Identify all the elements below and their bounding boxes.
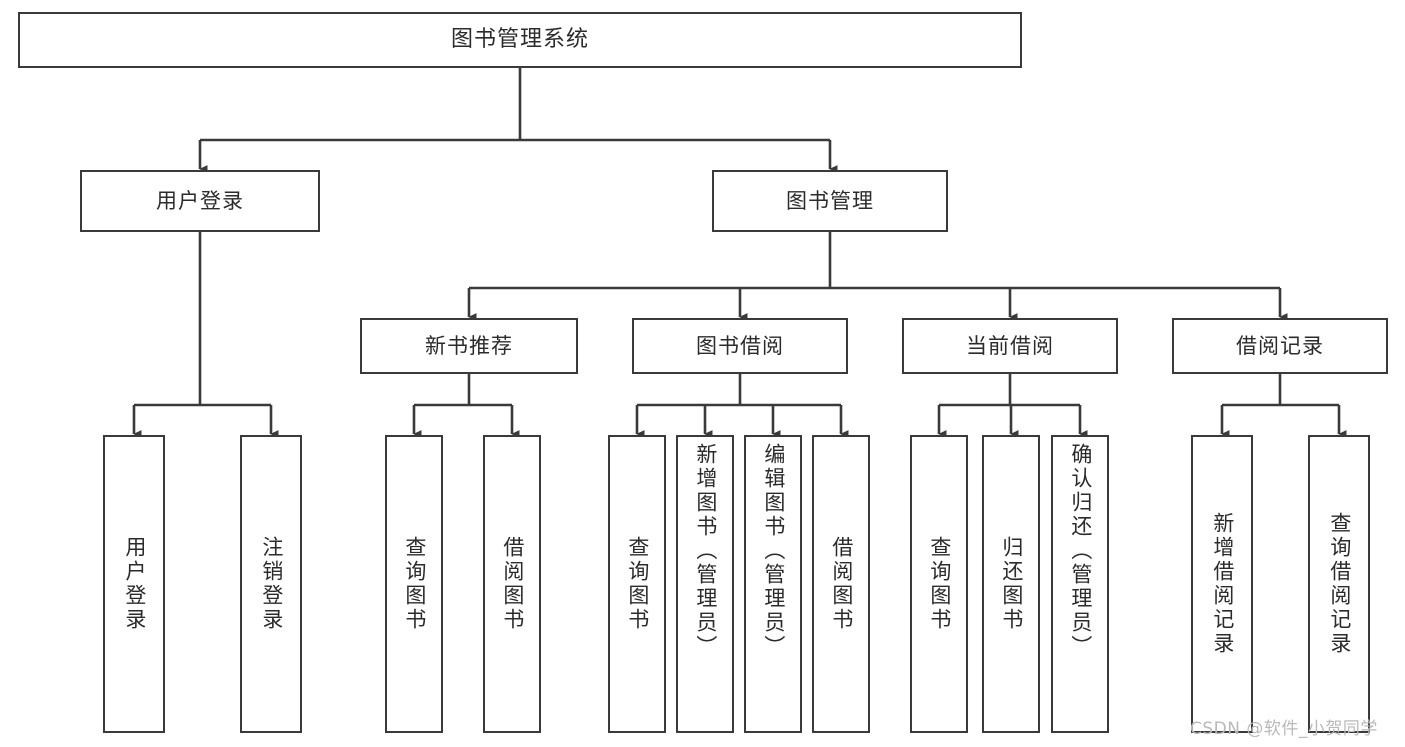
node-leaf-borrow-book-2[interactable]: 借阅图书 bbox=[812, 435, 870, 733]
node-leaf-query-book-1[interactable]: 查询图书 bbox=[385, 435, 443, 733]
node-leaf-add-record[interactable]: 新增借阅记录 bbox=[1191, 435, 1253, 733]
node-current-borrow[interactable]: 当前借阅 bbox=[902, 318, 1118, 374]
node-label: 查询借阅记录 bbox=[1327, 512, 1352, 656]
edge-group bbox=[132, 68, 1347, 438]
node-root[interactable]: 图书管理系统 bbox=[18, 12, 1022, 68]
node-leaf-edit-book[interactable]: 编辑图书（管理员） bbox=[744, 435, 802, 733]
node-leaf-borrow-book-1[interactable]: 借阅图书 bbox=[483, 435, 541, 733]
node-borrow-record[interactable]: 借阅记录 bbox=[1172, 318, 1388, 374]
node-label: 编辑图书（管理员） bbox=[761, 443, 786, 659]
node-label: 确认归还（管理员） bbox=[1068, 443, 1093, 659]
node-leaf-add-book[interactable]: 新增图书（管理员） bbox=[676, 435, 734, 733]
node-leaf-confirm-return[interactable]: 确认归还（管理员） bbox=[1051, 435, 1109, 733]
node-leaf-query-book-2[interactable]: 查询图书 bbox=[608, 435, 666, 733]
node-user-login[interactable]: 用户登录 bbox=[80, 170, 320, 232]
node-label: 借阅图书 bbox=[500, 536, 525, 632]
node-label: 用户登录 bbox=[122, 536, 147, 632]
node-label: 查询图书 bbox=[402, 536, 427, 632]
node-book-borrow[interactable]: 图书借阅 bbox=[632, 318, 848, 374]
node-label: 查询图书 bbox=[625, 536, 650, 632]
node-label: 图书管理系统 bbox=[450, 27, 589, 53]
node-leaf-query-book-3[interactable]: 查询图书 bbox=[910, 435, 968, 733]
node-leaf-user-logout[interactable]: 注销登录 bbox=[240, 435, 302, 733]
node-label: 新书推荐 bbox=[425, 333, 513, 358]
node-label: 借阅记录 bbox=[1236, 333, 1324, 358]
node-label: 归还图书 bbox=[999, 536, 1024, 632]
node-label: 查询图书 bbox=[927, 536, 952, 632]
node-label: 图书管理 bbox=[786, 188, 874, 213]
node-label: 新增图书（管理员） bbox=[693, 443, 718, 659]
node-leaf-return-book[interactable]: 归还图书 bbox=[982, 435, 1040, 733]
node-label: 当前借阅 bbox=[966, 333, 1054, 358]
node-label: 用户登录 bbox=[156, 188, 244, 213]
node-leaf-user-login[interactable]: 用户登录 bbox=[103, 435, 165, 733]
node-label: 新增借阅记录 bbox=[1210, 512, 1235, 656]
csdn-watermark: CSDN @软件_小贺同学 bbox=[1190, 719, 1378, 739]
node-label: 注销登录 bbox=[259, 536, 284, 632]
node-label: 图书借阅 bbox=[696, 333, 784, 358]
node-new-book-rec[interactable]: 新书推荐 bbox=[360, 318, 578, 374]
node-label: 借阅图书 bbox=[829, 536, 854, 632]
node-leaf-query-record[interactable]: 查询借阅记录 bbox=[1308, 435, 1370, 733]
node-book-manage[interactable]: 图书管理 bbox=[712, 170, 948, 232]
